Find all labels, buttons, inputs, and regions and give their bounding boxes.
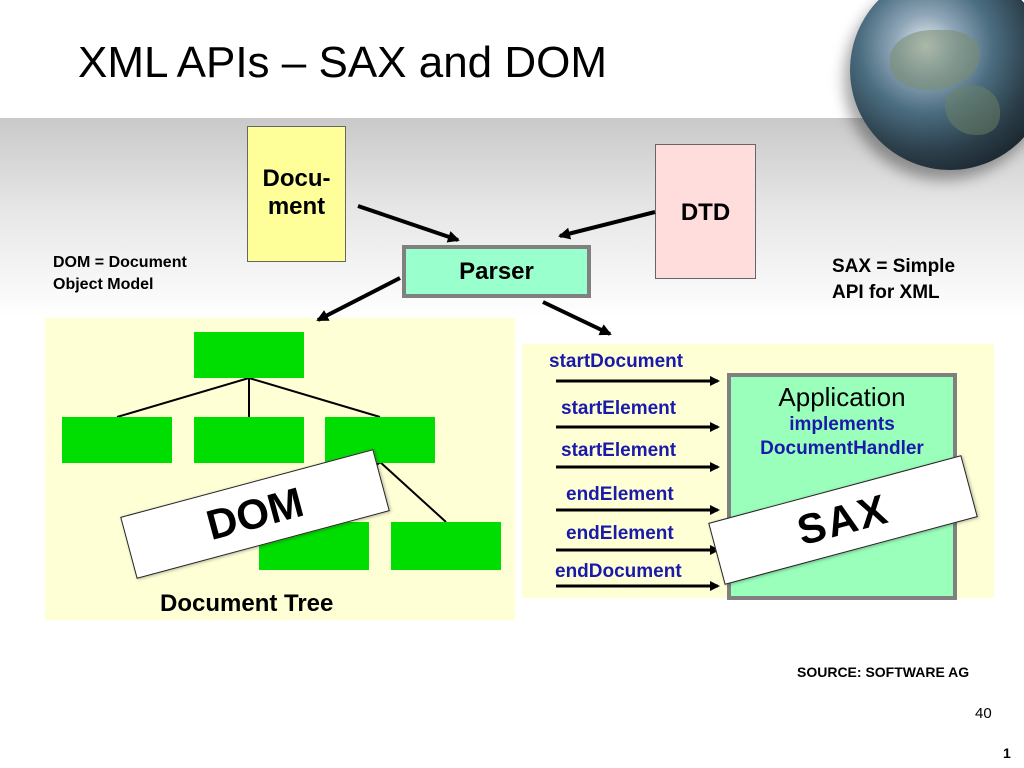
event-label: endDocument [555,561,682,582]
sax-definition-line2: API for XML [832,282,940,303]
tree-node [194,417,304,463]
event-label: startDocument [549,351,684,372]
application-handler: DocumentHandler [760,438,924,459]
tree-node-root [194,332,304,378]
dom-definition-line2: Object Model [53,276,154,293]
application-implements: implements [789,414,895,435]
tree-node [391,522,501,570]
event-label: endElement [566,523,674,544]
tree-node [62,417,172,463]
slide-title: XML APIs – SAX and DOM [78,38,608,87]
event-arrows [556,376,720,591]
slide-number: 1 [1003,745,1011,761]
page-number: 40 [975,705,992,722]
event-label: startElement [561,398,677,419]
tree-node [325,417,435,463]
document-label-line2: ment [267,193,326,220]
dom-definition: DOM = Document Object Model [53,252,187,296]
application-title: Application [778,382,906,412]
dom-definition-line1: DOM = Document [53,254,187,271]
parser-box: Parser [402,245,591,298]
sax-definition: SAX = Simple API for XML [832,254,955,306]
event-label: endElement [566,484,674,505]
dtd-box: DTD [655,144,756,279]
document-label-line1: Docu- [262,165,331,192]
source-credit: SOURCE: SOFTWARE AG [797,664,970,680]
flow-arrows [316,204,656,336]
document-box: Docu- ment [247,126,346,262]
sax-definition-line1: SAX = Simple [832,256,956,277]
document-tree-label: Document Tree [160,590,334,617]
event-label: startElement [561,440,677,461]
